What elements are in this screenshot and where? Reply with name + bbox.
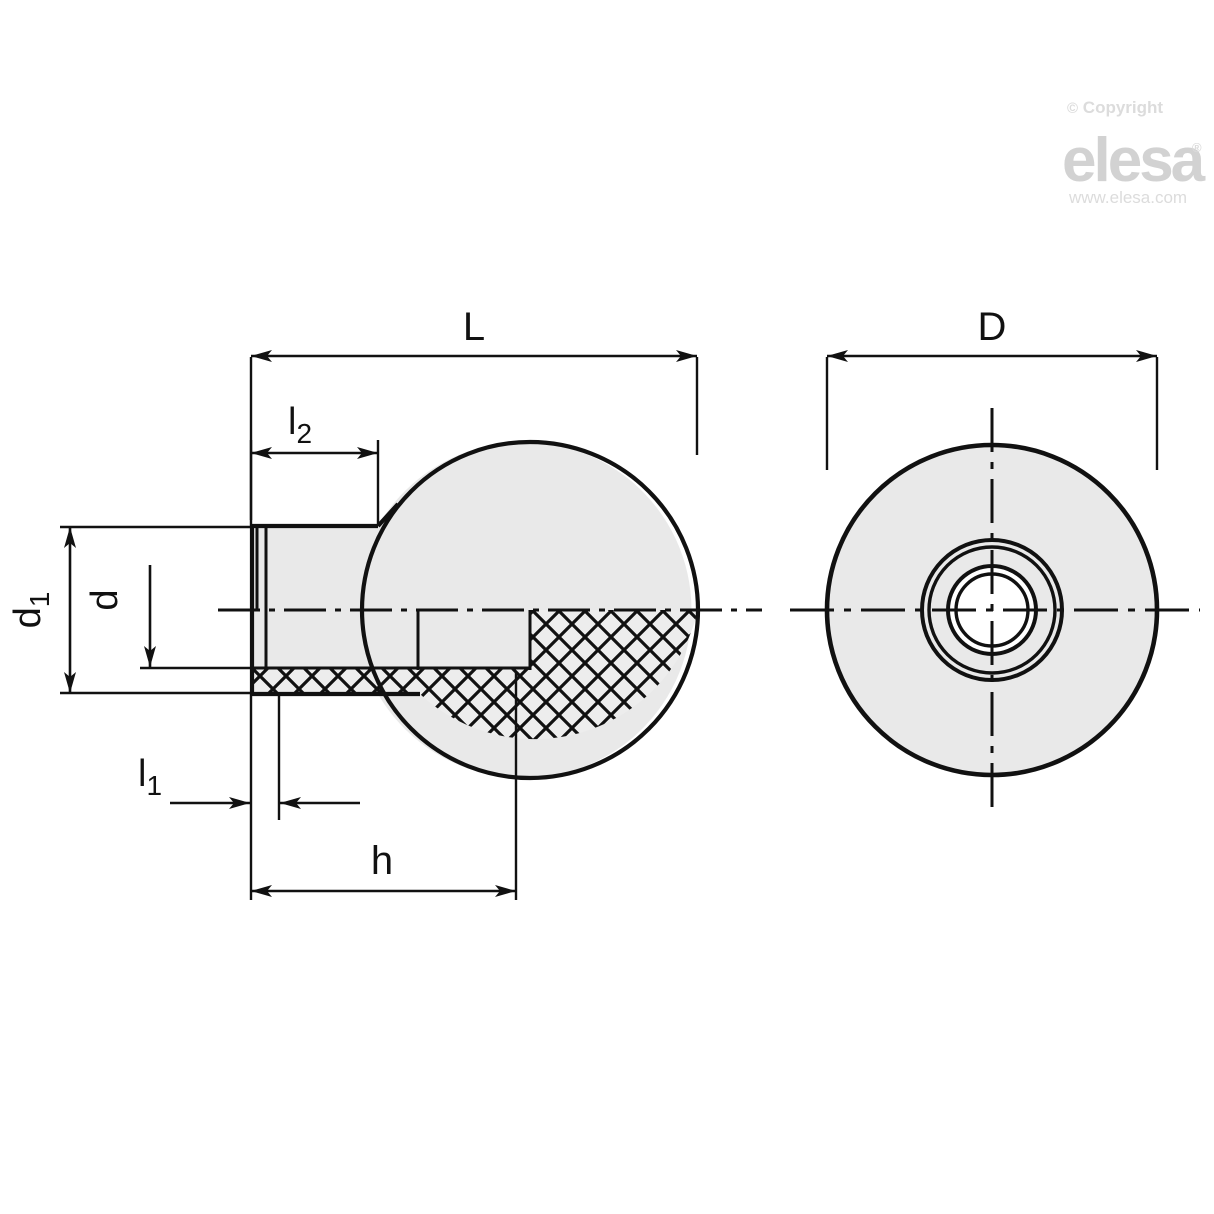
- bore-lines: [252, 528, 532, 670]
- dimension-L: L: [249, 305, 699, 520]
- dimension-label-l1: l1: [138, 753, 162, 801]
- brand-wordmark: elesa: [1062, 126, 1206, 195]
- dimension-h: h: [249, 672, 518, 900]
- dimension-l1: l1: [138, 694, 360, 820]
- dimension-label-d: d: [84, 589, 126, 610]
- boss-blend-upper: [376, 502, 400, 528]
- dimension-D: D: [825, 305, 1159, 470]
- elesa-logo-group: © Copyright elesa ® www.elesa.com: [1062, 98, 1209, 207]
- dimension-l2: l2: [249, 401, 380, 528]
- thread-void-lower: [418, 610, 530, 668]
- copyright-text: © Copyright: [1067, 98, 1163, 117]
- dimension-label-L: L: [463, 305, 485, 349]
- dimension-d: d: [84, 565, 250, 670]
- front-thread-major-circle: [927, 545, 1057, 675]
- dimension-d1: d1: [7, 525, 250, 695]
- registered-mark: ®: [1192, 140, 1202, 155]
- dimension-label-h: h: [371, 839, 393, 883]
- upper-bore-profile: [255, 528, 259, 610]
- dimension-label-D: D: [978, 305, 1007, 349]
- dimension-label-d1: d1: [7, 592, 55, 629]
- website-url: www.elesa.com: [1068, 188, 1187, 207]
- bore-void-lower: [252, 610, 418, 668]
- front-view: D: [790, 305, 1200, 812]
- dimension-label-l2: l2: [288, 401, 312, 449]
